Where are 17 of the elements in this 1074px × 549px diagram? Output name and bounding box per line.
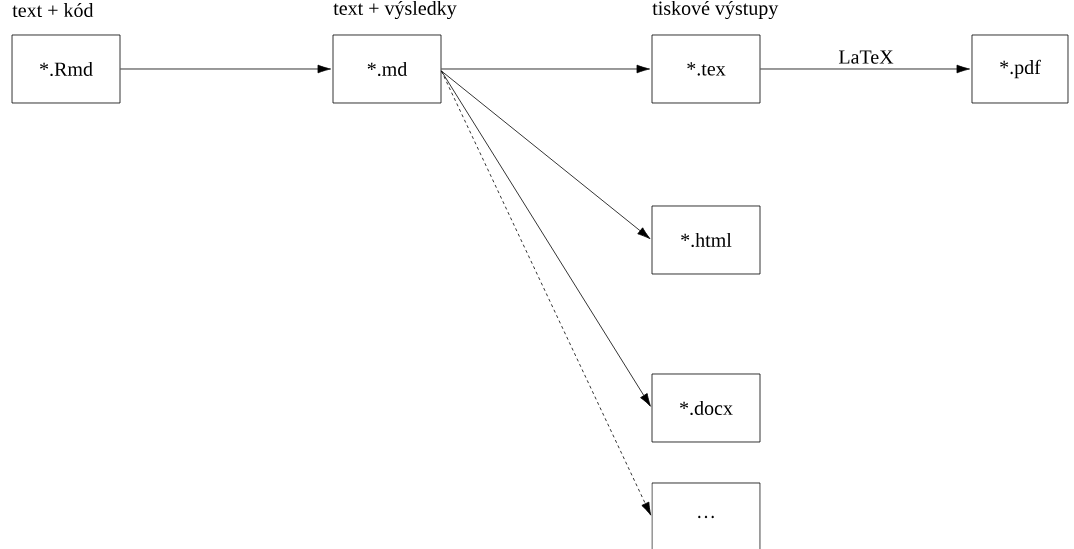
arrow <box>760 64 970 74</box>
arrow <box>441 70 651 407</box>
file-box: *.tex <box>651 34 761 104</box>
arrow <box>441 70 652 516</box>
file-box: *.pdf <box>971 34 1069 104</box>
stage-heading: tiskové výstupy <box>652 0 779 20</box>
file-box: *.Rmd <box>11 34 121 104</box>
arrow <box>441 64 650 74</box>
file-box: *.html <box>651 205 761 275</box>
edge-label: LaTeX <box>838 50 894 64</box>
file-box: *.docx <box>651 373 761 443</box>
stage-heading: text + kód <box>12 2 94 18</box>
arrow <box>441 70 651 240</box>
stage-heading: text + výsledky <box>333 0 457 20</box>
file-box: … <box>651 482 761 549</box>
file-box: *.md <box>332 34 442 104</box>
arrow <box>120 64 331 74</box>
